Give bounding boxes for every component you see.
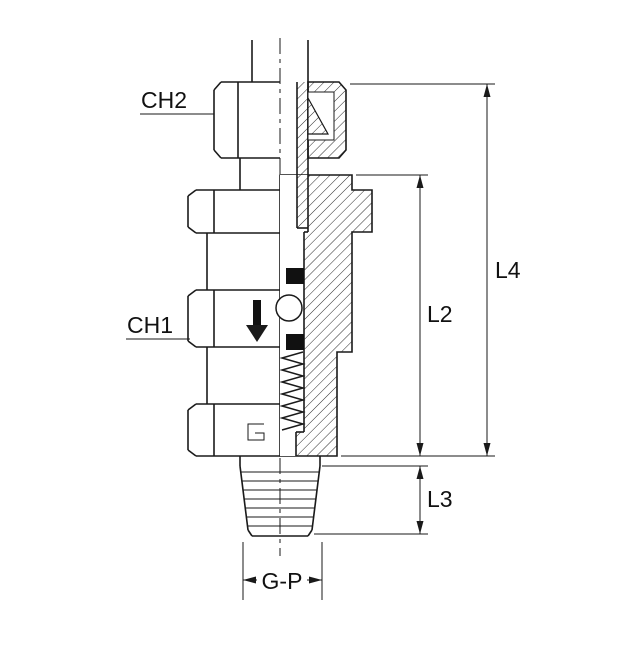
cutting-ring [307,95,330,135]
seal-upper [286,268,304,284]
body-exterior-left [187,189,280,457]
leader-lines [126,113,214,340]
top-nut [213,81,347,159]
check-ball [275,294,303,322]
dimension-labels: CH2 CH1 L4 L2 L3 G-P [127,87,521,596]
tube-lines [251,40,309,82]
label-l3: L3 [427,486,453,512]
label-l2: L2 [427,301,453,327]
retaining-clip-symbol [247,423,265,441]
threaded-stud [239,456,321,537]
label-ch2: CH2 [141,87,187,113]
valve-internals [275,268,306,431]
tube-wall-hatch [297,82,308,228]
dimension-lines [243,84,491,584]
spring [279,351,306,431]
flow-direction-arrow [246,300,268,342]
seal-lower [286,334,304,350]
body-section-right [279,82,373,457]
label-gp: G-P [262,568,303,594]
extension-lines [242,83,495,600]
label-l4: L4 [495,257,521,283]
label-ch1: CH1 [127,312,173,338]
